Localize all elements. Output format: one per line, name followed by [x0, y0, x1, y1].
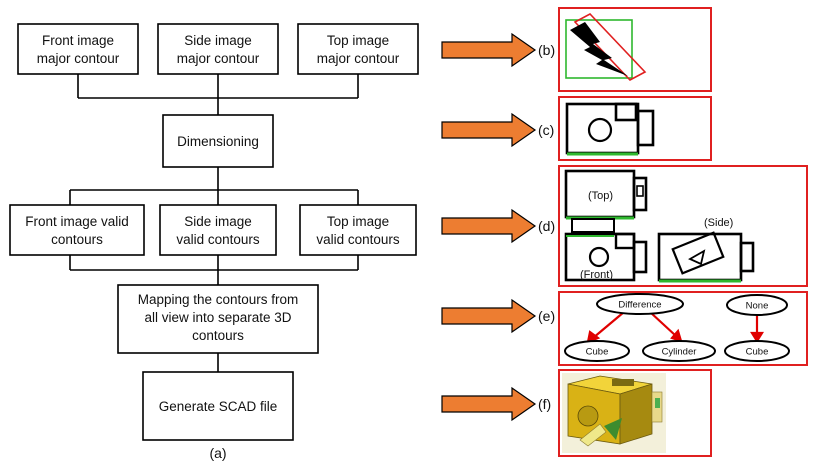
camera-viewfinder [614, 102, 638, 122]
cylinder-node [642, 340, 716, 362]
rotated-box-red [573, 13, 647, 81]
orange-arrows [441, 32, 537, 422]
arrow-f [441, 386, 537, 422]
panel-e: Difference None Cube Cylinder Cube [558, 291, 808, 366]
dimensioning-label: Dimensioning [177, 134, 259, 149]
side-major-line2: major contour [177, 51, 260, 66]
label-c: (c) [538, 122, 554, 138]
panel-c [558, 96, 712, 161]
mapping-line1: Mapping the contours from [138, 292, 299, 307]
generate-label: Generate SCAD file [159, 399, 278, 414]
top-valid-line1: Top image [327, 214, 389, 229]
cylinder-label: Cylinder [662, 347, 697, 358]
front-valid-box [9, 204, 145, 256]
panel-letters: (b) (c) (d) (e) (f) [538, 42, 555, 412]
label-f: (f) [538, 396, 551, 412]
arrow-c [441, 112, 537, 148]
panel-b [558, 7, 712, 92]
arrow-d [441, 208, 537, 244]
camera-lens [587, 117, 613, 143]
bounding-box-green [565, 19, 633, 79]
panel-f [558, 369, 712, 457]
caption-a: (a) [209, 445, 226, 461]
front-valid-line2: contours [51, 232, 103, 247]
flowchart [9, 23, 419, 441]
dimensioning-box [162, 114, 274, 168]
cube-label-1: Cube [586, 347, 609, 358]
flowchart-labels: Front image major contour Side image maj… [25, 33, 400, 461]
side-valid-line2: valid contours [176, 232, 260, 247]
side-valid-line1: Side image [184, 214, 252, 229]
generate-box [142, 371, 294, 441]
top-major-line1: Top image [327, 33, 389, 48]
model-side-face [619, 383, 653, 445]
mapping-line2: all view into separate 3D [144, 310, 291, 325]
difference-node [596, 293, 684, 315]
side-valid-box [159, 204, 277, 256]
front-major-line2: major contour [37, 51, 120, 66]
label-d: (d) [538, 218, 555, 234]
front-major-line1: Front image [42, 33, 114, 48]
front-major-box [17, 23, 139, 75]
top-valid-box [299, 204, 417, 256]
top-view-label: (Top) [588, 190, 613, 202]
front-view-label: (Front) [580, 269, 613, 281]
cube-node-2 [724, 340, 790, 362]
mapping-line3: contours [192, 328, 244, 343]
arrow-b [441, 32, 537, 68]
front-valid-line1: Front image valid [25, 214, 129, 229]
lightning-shape [570, 22, 628, 76]
panel-d: (Top) (Front) (Side) [558, 165, 808, 287]
mapping-box [117, 284, 319, 354]
cube-label-2: Cube [746, 347, 769, 358]
camera-side-tab [636, 109, 655, 147]
arrow-e [441, 298, 537, 334]
label-b: (b) [538, 42, 555, 58]
cube-node-1 [564, 340, 630, 362]
side-view-label: (Side) [704, 217, 733, 229]
none-label: None [746, 301, 769, 312]
side-major-line1: Side image [184, 33, 252, 48]
difference-label: Difference [618, 300, 661, 311]
side-major-box [157, 23, 279, 75]
label-e: (e) [538, 308, 555, 324]
none-node [726, 294, 788, 316]
top-major-line2: major contour [317, 51, 400, 66]
top-major-box [297, 23, 419, 75]
top-valid-line2: valid contours [316, 232, 400, 247]
